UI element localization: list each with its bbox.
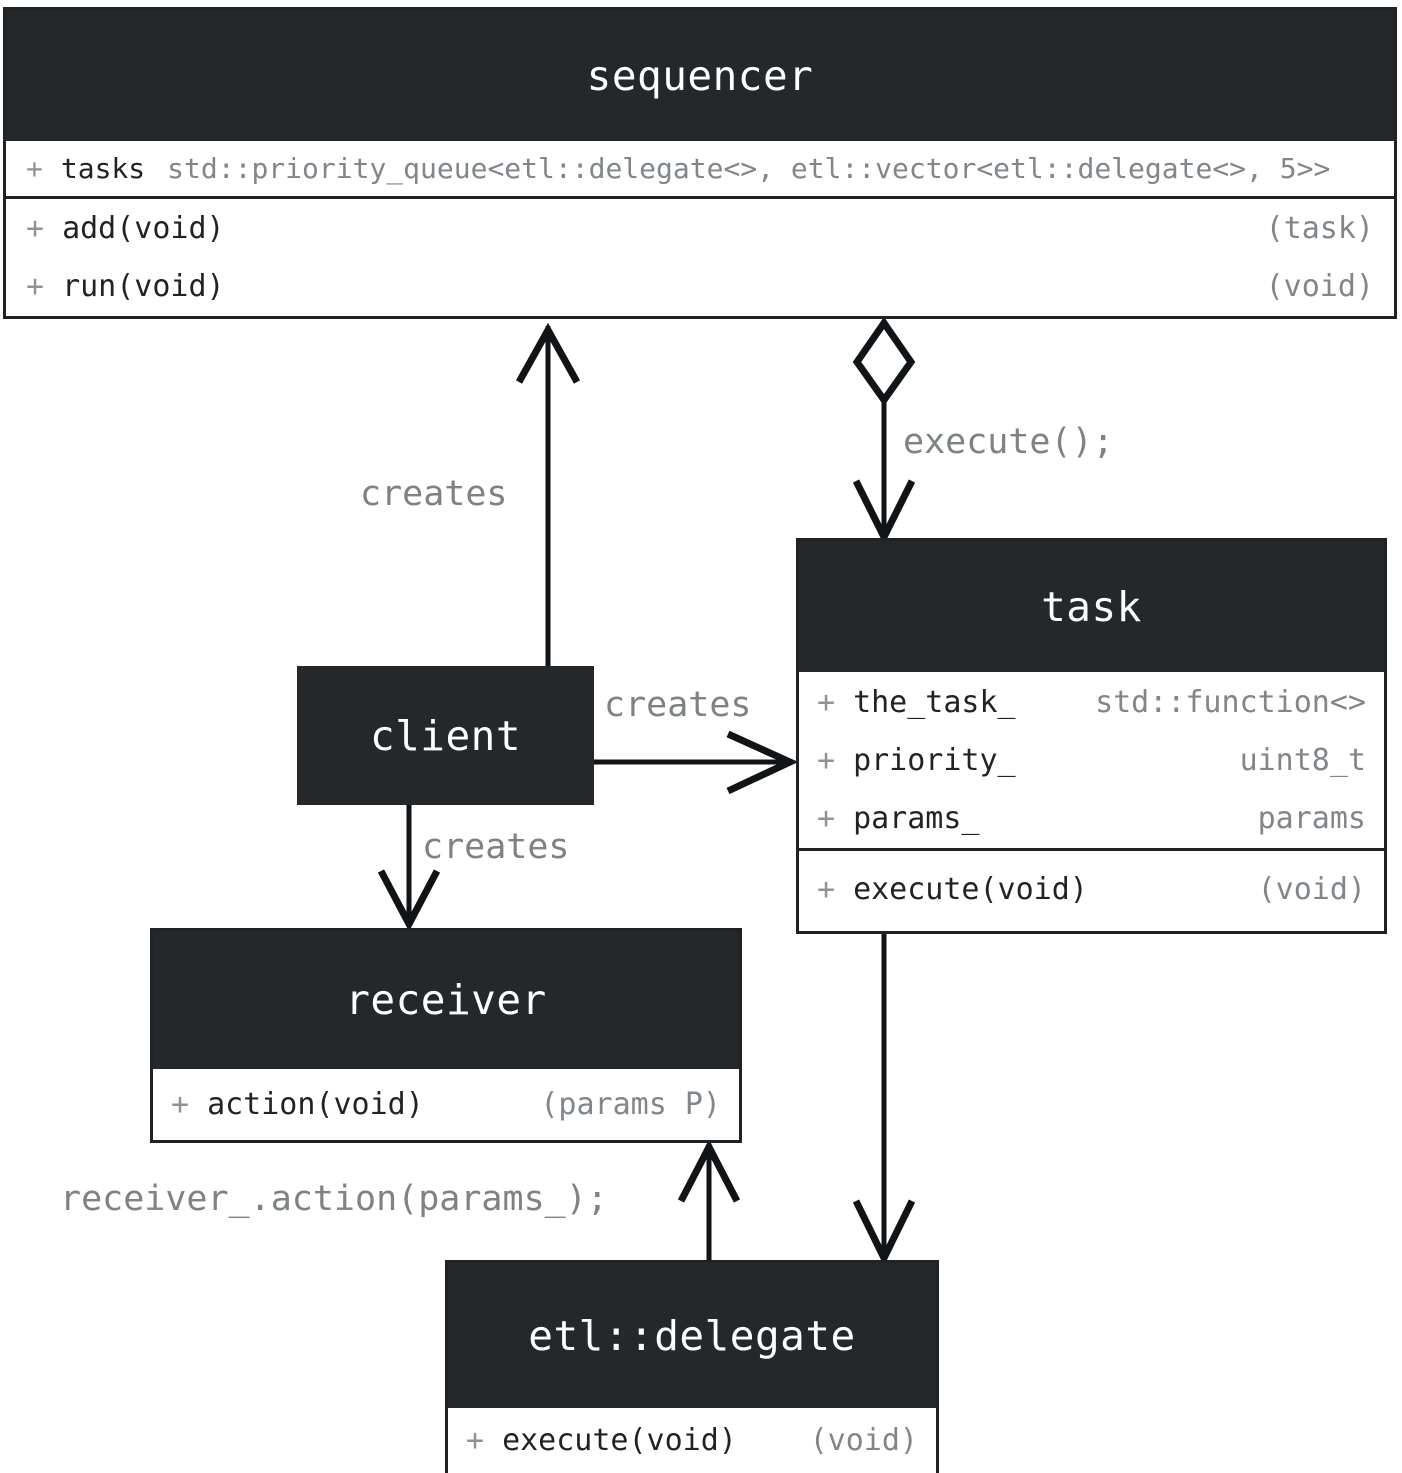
attribute-name: priority_ [853,742,1016,778]
visibility-marker: + [817,872,836,907]
method-row: + run(void) (void) [6,258,1394,317]
class-box-task[interactable]: task + the_task_ std::function<> + prior… [796,538,1387,934]
method-return-type: (params P) [540,1087,721,1122]
attribute-name: params_ [853,800,980,836]
class-box-receiver[interactable]: receiver + action(void) (params P) [150,928,742,1143]
method-name: execute(void) [502,1423,737,1458]
attribute-row: + params_ params [799,789,1384,847]
visibility-marker: + [26,269,45,305]
edge-label-client-creates-receiver: creates [422,827,570,867]
visibility-marker: + [26,210,45,246]
attribute-name: the_task_ [853,684,1016,720]
visibility-marker: + [466,1423,485,1458]
method-name: execute(void) [853,872,1088,907]
methods-section-etl-delegate: + execute(void) (void) [448,1408,936,1473]
attribute-name: tasks [60,152,146,185]
method-name: run(void) [62,269,225,305]
edge-label-client-creates-task: creates [604,685,752,725]
edge-client-creates-task [586,730,799,795]
attributes-section-task: + the_task_ std::function<> + priority_ … [799,672,1384,848]
method-return-type: (task) [1265,210,1374,246]
method-name: action(void) [207,1087,424,1122]
class-name-client: client [369,711,522,760]
attribute-row: + priority_ uint8_t [799,731,1384,789]
attributes-section-sequencer: + tasks std::priority_queue<etl::delegat… [6,141,1394,196]
method-name: add(void) [62,210,225,246]
method-return-type: (void) [809,1423,918,1458]
edge-label-client-creates-sequencer: creates [360,474,508,514]
methods-section-receiver: + action(void) (params P) [153,1069,739,1140]
edge-label-sequencer-execute: execute(); [903,422,1114,462]
class-box-etl-delegate[interactable]: etl::delegate + execute(void) (void) [445,1260,939,1473]
edge-label-delegate-calls-receiver: receiver_.action(params_); [60,1179,608,1219]
class-title-task: task [799,541,1384,672]
attribute-type: std::function<> [1095,684,1366,720]
class-name-receiver: receiver [345,976,547,1024]
methods-section-task: + execute(void) (void) [799,848,1384,928]
visibility-marker: + [26,152,43,185]
visibility-marker: + [817,742,836,778]
class-title-client: client [297,666,594,805]
class-name-task: task [1041,582,1142,631]
methods-section-sequencer: + add(void) (task) + run(void) (void) [6,196,1394,316]
attribute-row: + tasks std::priority_queue<etl::delegat… [6,141,1394,196]
attribute-type: std::priority_queue<etl::delegate<>, etl… [167,152,1331,185]
method-row: + action(void) (params P) [153,1069,739,1140]
visibility-marker: + [171,1087,190,1122]
method-return-type: (void) [1265,269,1374,305]
class-title-etl-delegate: etl::delegate [448,1263,936,1408]
method-return-type: (void) [1257,872,1366,907]
edge-task-uses-delegate [852,930,916,1266]
attribute-type: uint8_t [1239,742,1366,778]
attribute-type: params [1257,800,1366,836]
method-row: + execute(void) (void) [799,851,1384,928]
attribute-row: + the_task_ std::function<> [799,673,1384,731]
visibility-marker: + [817,800,836,836]
class-box-client[interactable]: client [297,666,594,805]
class-title-receiver: receiver [153,931,739,1069]
class-name-etl-delegate: etl::delegate [528,1311,856,1360]
edge-client-creates-sequencer [515,322,581,668]
method-row: + execute(void) (void) [448,1408,936,1473]
class-box-sequencer[interactable]: sequencer + tasks std::priority_queue<et… [3,7,1397,319]
method-row: + add(void) (task) [6,199,1394,258]
class-name-sequencer: sequencer [586,51,814,100]
visibility-marker: + [817,684,836,720]
class-title-sequencer: sequencer [6,10,1394,141]
